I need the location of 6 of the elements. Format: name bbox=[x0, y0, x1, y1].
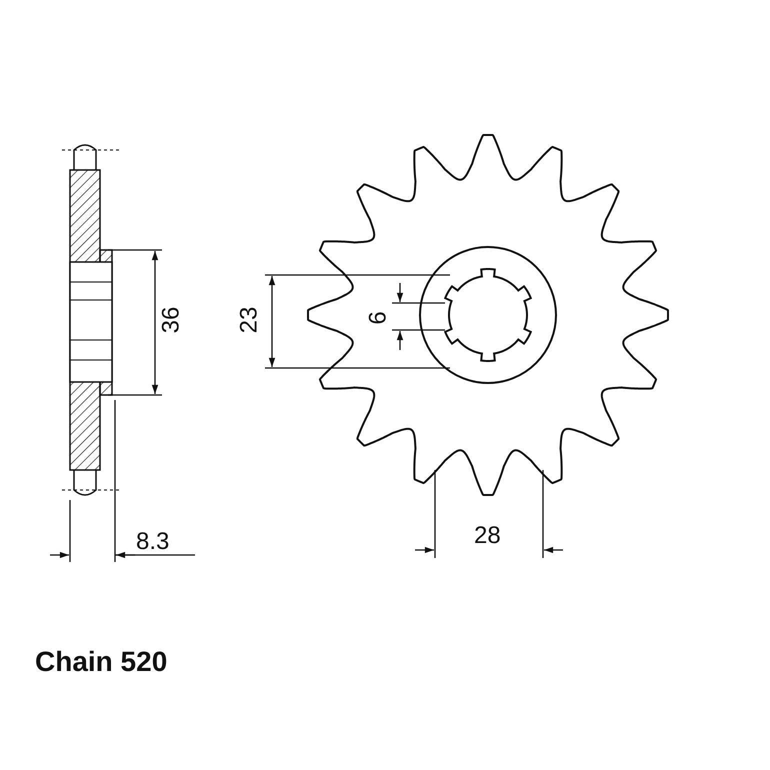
dimension-value: 8.3 bbox=[136, 530, 170, 554]
dimension-value: 23 bbox=[237, 306, 262, 334]
dimension-value: 6 bbox=[366, 311, 391, 325]
dimension-value: 28 bbox=[474, 524, 501, 548]
dimension-value: 36 bbox=[159, 306, 184, 334]
chain-size-text: Chain 520 bbox=[35, 648, 168, 676]
